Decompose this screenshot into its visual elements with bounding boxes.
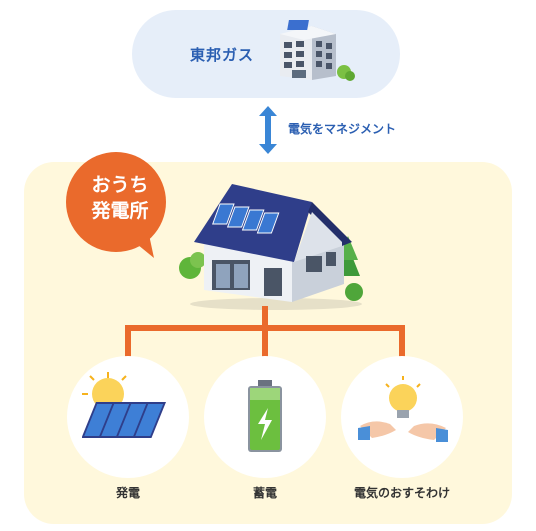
arrow-label: 電気をマネジメント [288,122,397,136]
bubble-line-2: 発電所 [91,200,149,222]
company-pill [132,10,400,98]
battery-icon [248,380,282,452]
solar-panel-icon [82,372,166,438]
connector-lines [125,306,405,362]
speech-bubble [66,152,166,258]
bubble-line-1: おうち [91,174,149,196]
office-building-icon [280,20,355,81]
item-label-solar: 発電 [115,486,140,500]
item-label-battery: 蓄電 [252,486,277,500]
double-arrow-icon [259,106,277,154]
item-label-sharing: 電気のおすそわけ [353,486,450,500]
company-name: 東邦ガス [190,46,255,64]
house-icon [179,184,363,310]
sharing-hands-icon [358,376,448,442]
bubble-text: おうち 発電所 [72,172,168,224]
